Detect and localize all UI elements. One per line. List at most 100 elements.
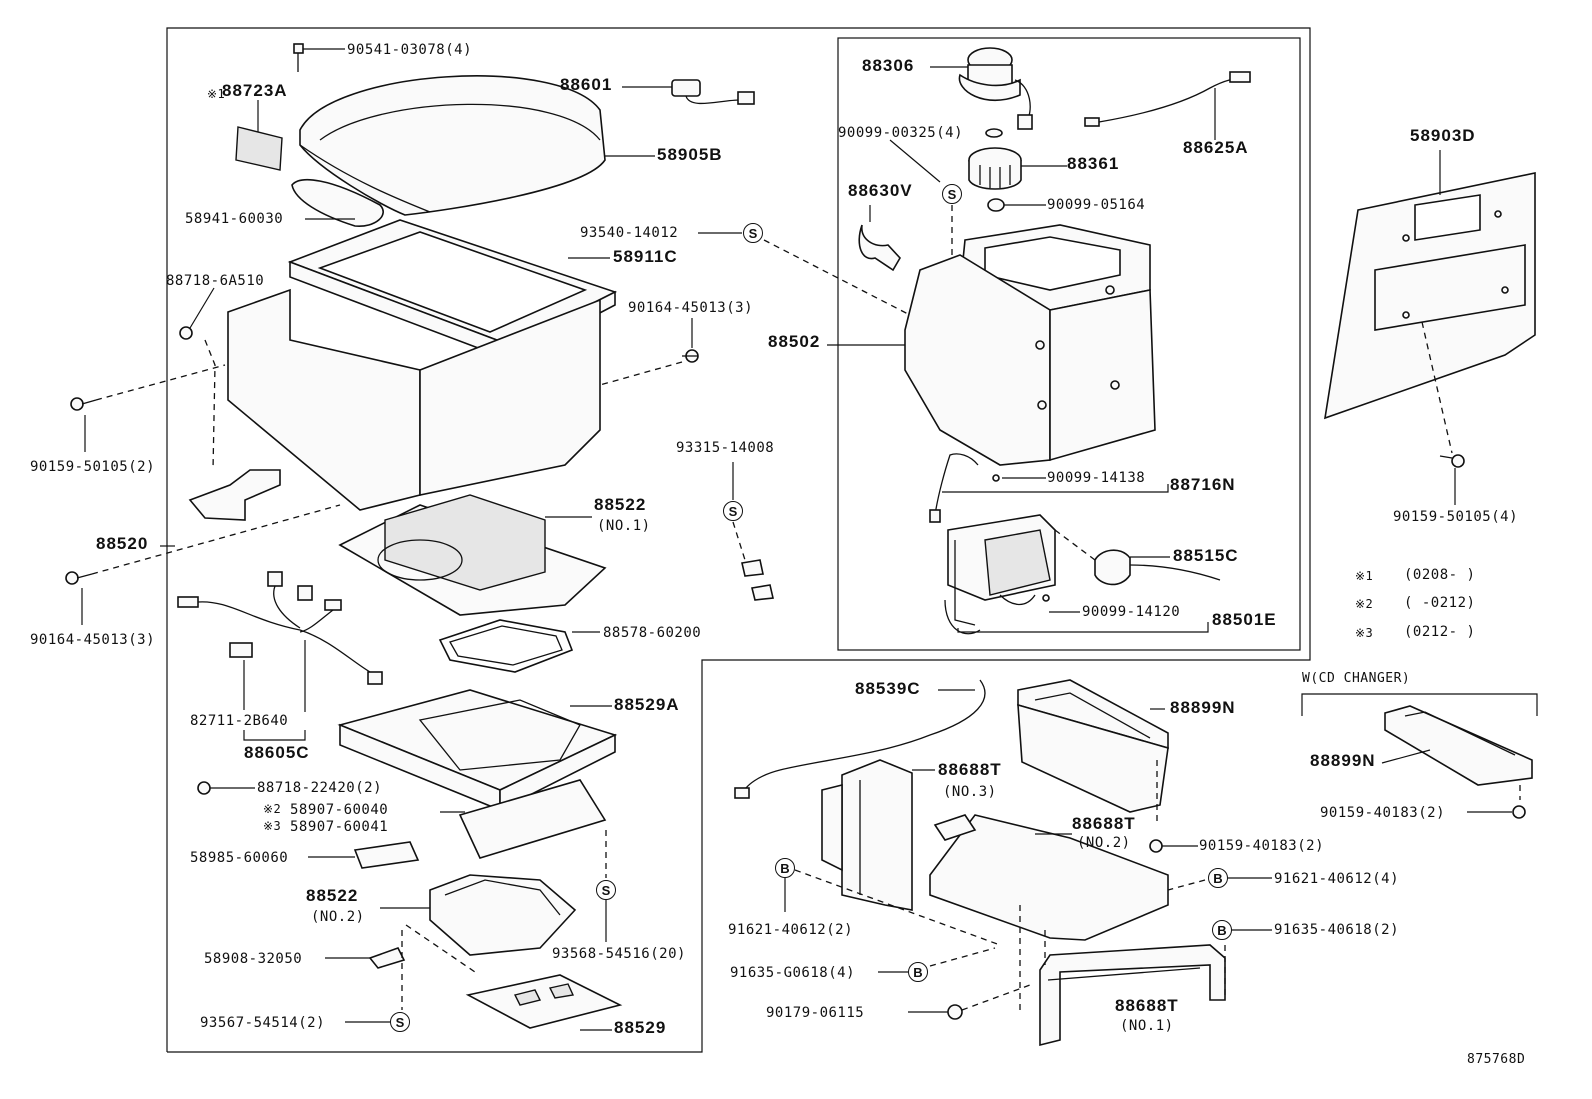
o-ring-90099-14120-icon	[1042, 594, 1080, 613]
note-2-mark: ※2	[1355, 597, 1374, 611]
label-88578: 88578-60200	[603, 625, 702, 641]
cd-changer-label: W(CD CHANGER)	[1302, 671, 1411, 686]
s-symbol: S	[942, 184, 962, 204]
label-90159-left: 90159-50105(2)	[30, 459, 156, 475]
bracket-drawing	[188, 469, 281, 521]
label-58985: 58985-60060	[190, 850, 289, 866]
note-3-mark: ※3	[1355, 626, 1374, 640]
s-symbol: S	[596, 880, 616, 900]
label-88522-no1: 88522	[594, 495, 647, 514]
label-93540: 93540-14012	[580, 225, 679, 241]
label-88723a-mark: ※1	[207, 87, 226, 101]
b-symbol: B	[775, 858, 795, 878]
label-58903d: 58903D	[1410, 126, 1476, 145]
label-90099-14138: 90099-14138	[1047, 470, 1146, 486]
fan-88361-drawing	[968, 147, 1067, 190]
s-symbol: S	[390, 1012, 410, 1032]
tray-88522-no1-drawing	[338, 494, 607, 616]
sensor-wire-88625a-drawing	[1084, 71, 1251, 140]
label-91621-left: 91621-40612(2)	[728, 922, 854, 938]
clip-93315-drawing	[732, 462, 774, 601]
tray-88899n-drawing	[1017, 679, 1169, 825]
bracket-88688t-no1-drawing	[1019, 905, 1226, 1047]
b-symbol: B	[1212, 920, 1232, 940]
label-58907-40: 58907-60040	[290, 802, 389, 818]
label-93567: 93567-54514(2)	[200, 1015, 326, 1031]
label-88723a: 88723A	[222, 81, 288, 100]
evaporator-88501e-drawing	[944, 514, 1209, 635]
note-1-mark: ※1	[1355, 569, 1374, 583]
b-symbol: B	[908, 962, 928, 982]
label-91621-right: 91621-40612(4)	[1274, 871, 1400, 887]
label-58941: 58941-60030	[185, 211, 284, 227]
label-88522-no1-sub: (NO.1)	[597, 518, 651, 534]
label-88529: 88529	[614, 1018, 667, 1037]
console-box-drawing	[227, 219, 618, 511]
cd-changer-bracket	[1301, 693, 1538, 800]
label-88520: 88520	[96, 534, 149, 553]
label-88630v: 88630V	[848, 181, 913, 200]
screw-90159-left-icon	[70, 364, 226, 452]
label-88688t-no2-sub: (NO.2)	[1077, 835, 1131, 851]
wire-harness-drawing	[177, 571, 383, 741]
label-88601: 88601	[560, 75, 613, 94]
label-90159-40183-b: 90159-40183(2)	[1320, 805, 1446, 821]
nut-90179-icon	[908, 984, 1031, 1020]
label-93568: 93568-54516(20)	[552, 946, 686, 962]
s-symbol: S	[743, 223, 763, 243]
label-88522-no2: 88522	[306, 886, 359, 905]
label-88605c: 88605C	[244, 743, 310, 762]
label-88688t-no3: 88688T	[938, 760, 1002, 779]
label-88688t-no1-sub: (NO.1)	[1120, 1018, 1174, 1034]
expansion-valve-88515c-drawing	[1054, 529, 1221, 586]
screw-93540-icon	[698, 232, 911, 316]
label-90099-00325: 90099-00325(4)	[838, 125, 964, 141]
label-88501e: 88501E	[1212, 610, 1277, 629]
pipe-88716n-drawing	[929, 453, 1169, 523]
label-90541: 90541-03078(4)	[347, 42, 473, 58]
screw-90164-left-icon	[65, 504, 341, 625]
label-91635-right: 91635-40618(2)	[1274, 922, 1400, 938]
label-88529a: 88529A	[614, 695, 680, 714]
screw-90164-right-icon	[599, 318, 699, 386]
label-88515c: 88515C	[1173, 546, 1239, 565]
label-90179: 90179-06115	[766, 1005, 865, 1021]
screw-90159-40183-a-icon	[1149, 839, 1198, 853]
part-58908-drawing	[325, 930, 406, 1010]
label-88899n: 88899N	[1170, 698, 1236, 717]
label-90099-14120: 90099-14120	[1082, 604, 1181, 620]
label-91635-g: 91635-G0618(4)	[730, 965, 856, 981]
nut-90099-05164-icon	[987, 198, 1046, 212]
label-88718-6a510: 88718-6A510	[166, 273, 265, 289]
label-88539c: 88539C	[855, 679, 921, 698]
label-88718-22420: 88718-22420(2)	[257, 780, 383, 796]
panel-58903d-drawing	[1323, 150, 1536, 454]
label-90159-40183-a: 90159-40183(2)	[1199, 838, 1325, 854]
label-58908: 58908-32050	[204, 951, 303, 967]
label-58907-40-mark: ※2	[263, 802, 282, 816]
clip-88718-22420-icon	[197, 781, 255, 795]
label-93315: 93315-14008	[676, 440, 775, 456]
diagram-id: 875768D	[1467, 1052, 1526, 1067]
b-symbol: B	[1208, 868, 1228, 888]
bracket-58907-drawing	[440, 779, 607, 859]
s-symbol: S	[723, 501, 743, 521]
note-1-text: (0208- )	[1404, 567, 1476, 583]
note-3-text: (0212- )	[1404, 624, 1476, 640]
label-88716n: 88716N	[1170, 475, 1236, 494]
label-88522-no2-sub: (NO.2)	[311, 909, 365, 925]
blower-motor-drawing	[930, 47, 1033, 130]
label-90164-right: 90164-45013(3)	[628, 300, 754, 316]
label-90159-right: 90159-50105(4)	[1393, 509, 1519, 525]
s-connector-lead	[889, 139, 953, 255]
screw-90159-40183-b-icon	[1467, 805, 1526, 819]
label-88688t-no3-sub: (NO.3)	[943, 784, 997, 800]
label-88361: 88361	[1067, 154, 1120, 173]
label-90099-05164: 90099-05164	[1047, 197, 1146, 213]
tray-88529-drawing	[465, 974, 623, 1031]
seal-88578-drawing	[438, 619, 600, 673]
label-58911c: 58911C	[613, 247, 678, 266]
bolt-90541-icon	[293, 43, 345, 72]
part-58985-drawing	[308, 841, 420, 869]
note-2-text: ( -0212)	[1404, 595, 1476, 611]
